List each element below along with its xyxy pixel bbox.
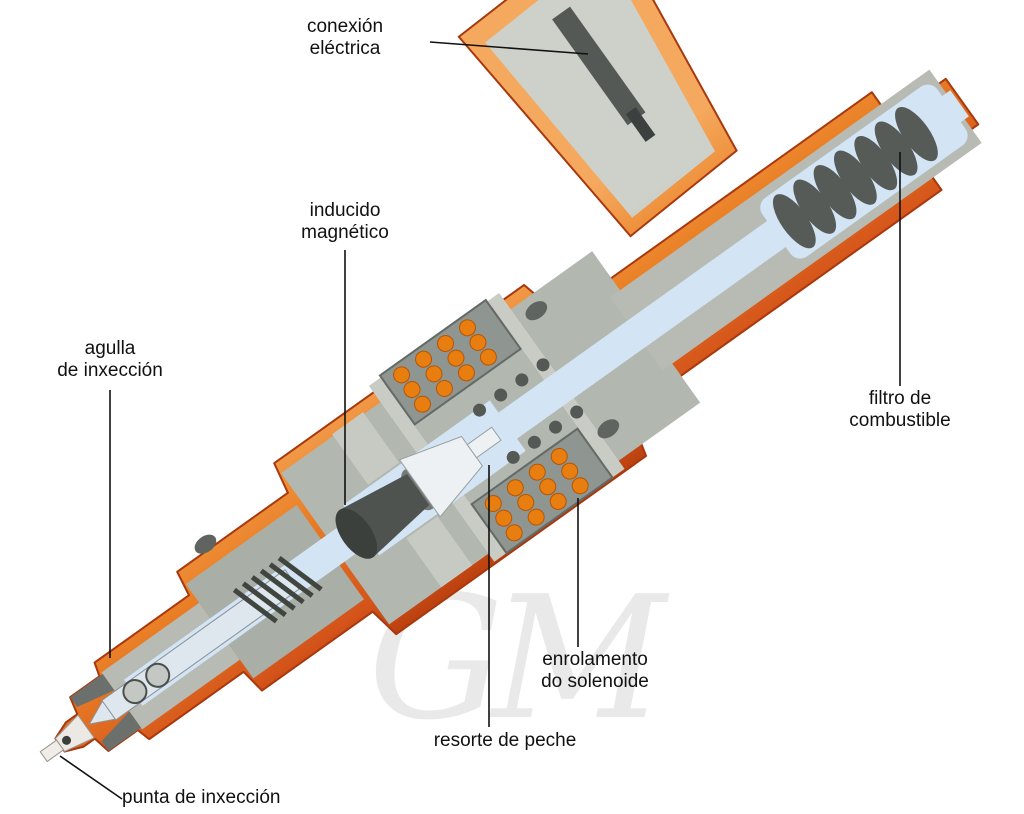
pole-piece-lower [406, 516, 473, 588]
label-injection-tip: punta de inxección [122, 787, 281, 808]
label-magnetic-armature: inducido magnético [301, 200, 389, 244]
leader-lines [59, 41, 901, 800]
label-solenoid-winding: enrolamento do solenoide [541, 649, 649, 693]
label-injection-needle: agulla de inxección [57, 338, 163, 382]
needle-spring-hatch [232, 555, 323, 624]
body-bolts [194, 301, 620, 554]
pole-piece-upper [332, 412, 400, 485]
label-electrical-connection: conexión eléctrica [306, 16, 384, 60]
valve-funnel [398, 426, 502, 518]
label-closing-spring: resorte de peche [433, 730, 577, 751]
solenoid-coil-upper [378, 298, 522, 426]
connector-pin [552, 6, 646, 126]
leader-injection-tip [59, 755, 123, 800]
label-fuel-filter: filtro de combustible [849, 388, 951, 432]
leader-electrical-connection [429, 41, 589, 55]
connector-pin-tip [625, 107, 656, 142]
closing-spring [473, 358, 584, 464]
fuel-filter [772, 106, 938, 249]
solenoid-coil-lower [470, 427, 614, 555]
magnetic-armature [335, 468, 436, 559]
injection-tip [39, 714, 95, 763]
